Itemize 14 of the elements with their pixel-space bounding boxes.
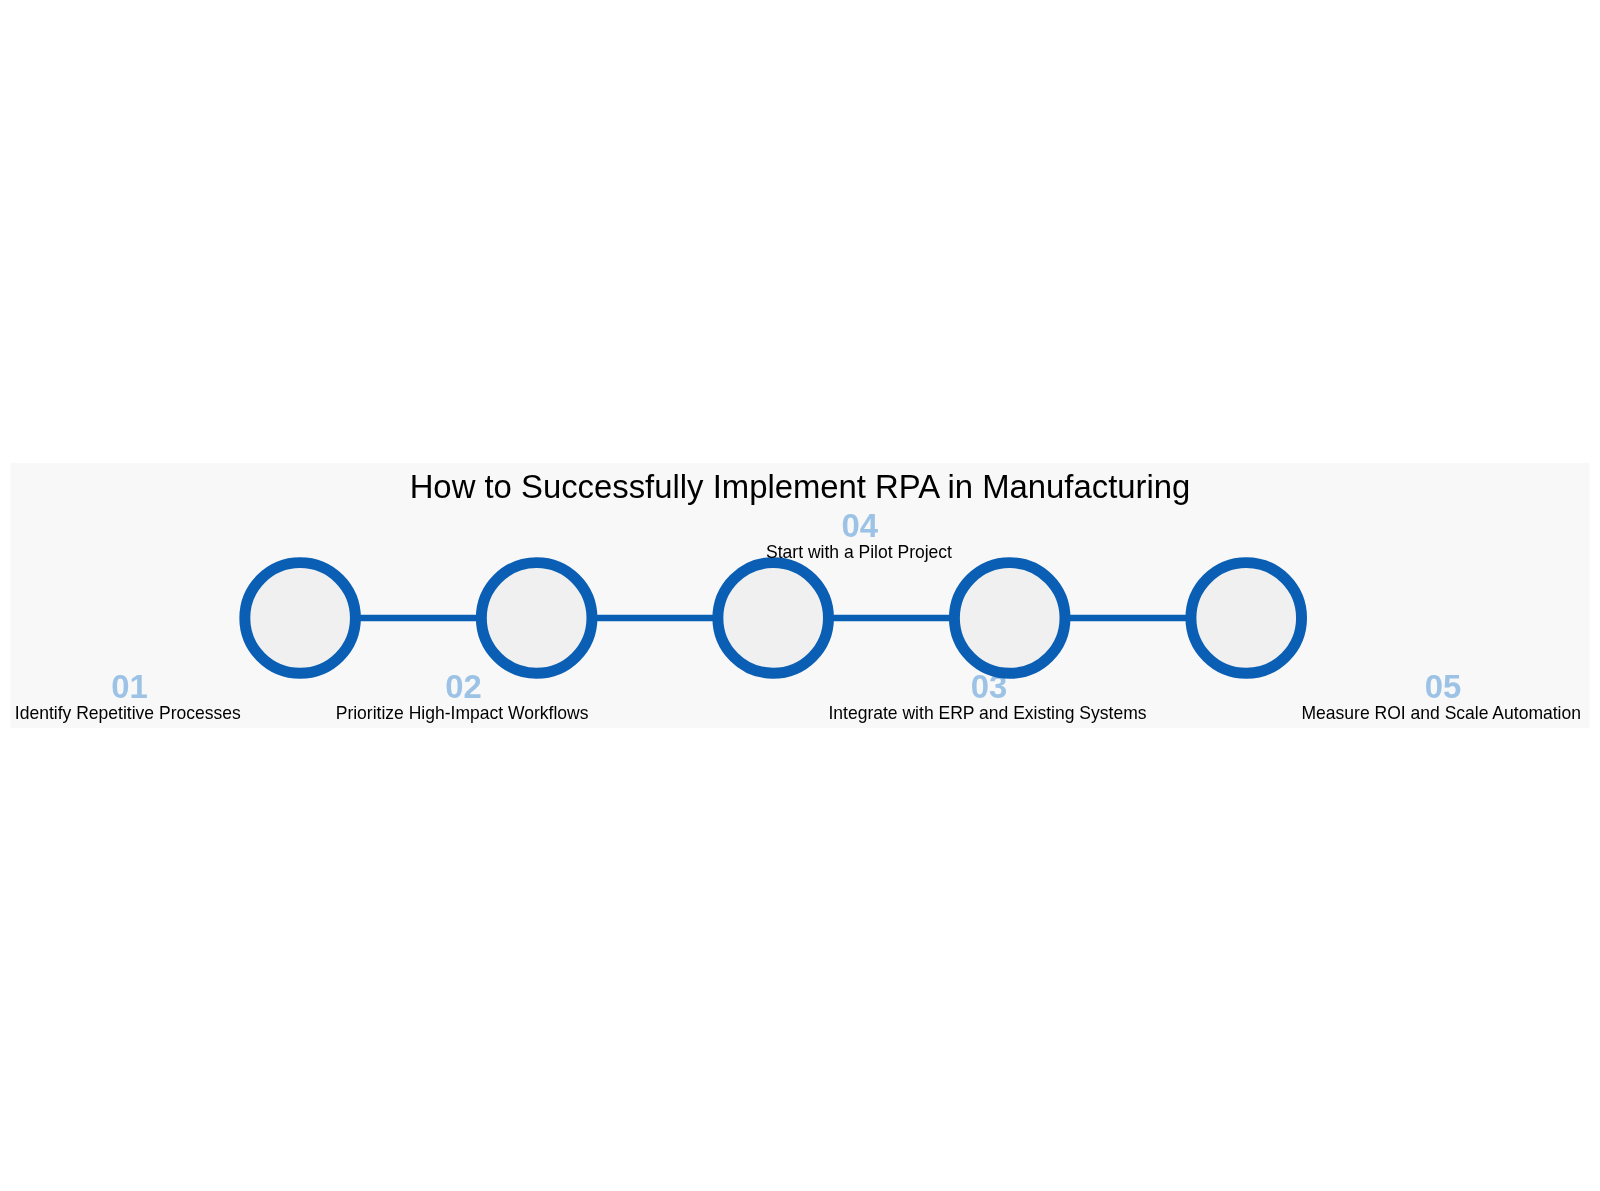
node-label: Prioritize High-Impact Workflows (335, 703, 589, 724)
node-label: Measure ROI and Scale Automation (1301, 703, 1581, 724)
node-label: Integrate with ERP and Existing Systems (828, 703, 1147, 724)
node-label: 05 (1424, 668, 1462, 706)
node-circle (712, 557, 834, 679)
node-label: Start with a Pilot Project (766, 542, 952, 563)
node-label: 03 (970, 668, 1008, 706)
node-circle (1185, 557, 1307, 679)
node-circle (239, 557, 361, 679)
diagram-title: How to Successfully Implement RPA in Manufacturing (409, 468, 1191, 506)
node-label: 01 (111, 668, 148, 706)
node-label: 04 (841, 507, 879, 545)
node-label: Identify Repetitive Processes (14, 703, 241, 724)
node-label: 02 (445, 668, 482, 706)
